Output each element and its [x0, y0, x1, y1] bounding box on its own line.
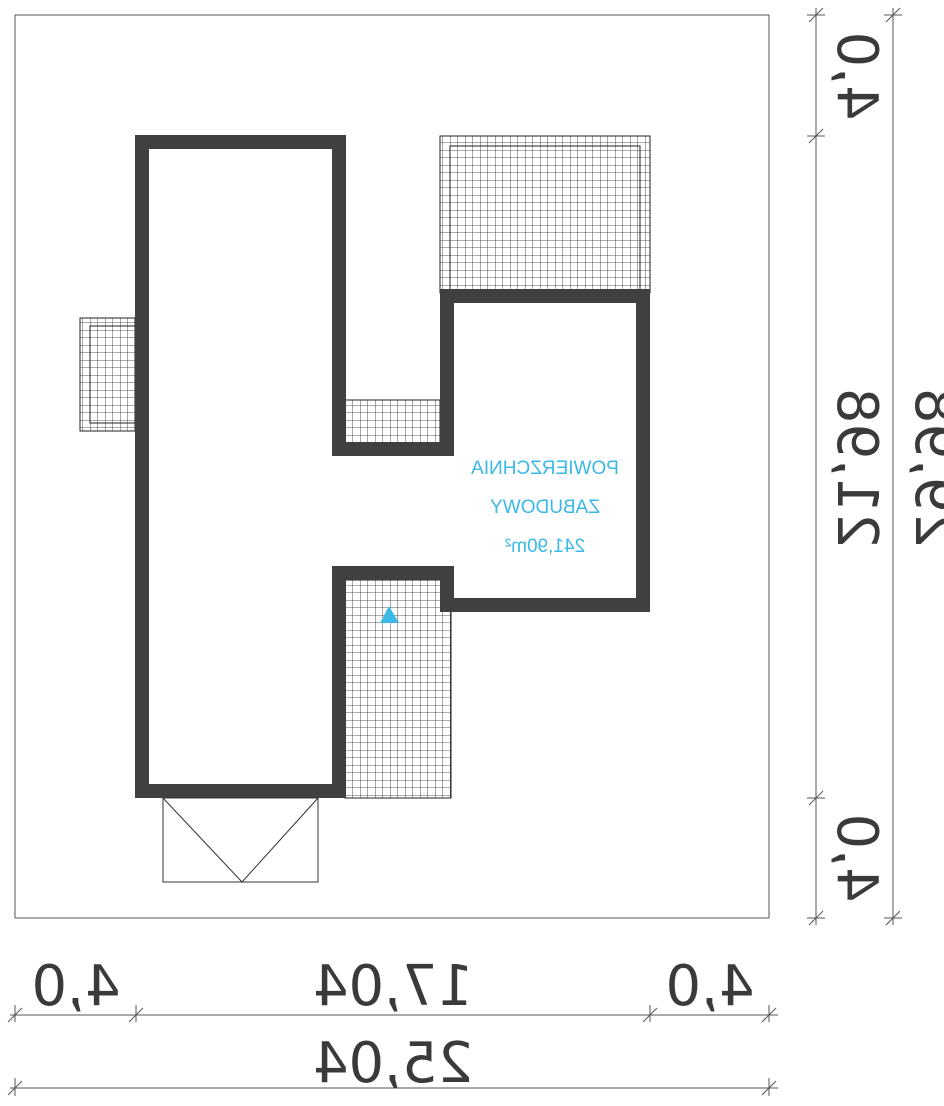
area-label: POWIERZCHNIA ZABUDOWY 241,90m² — [471, 458, 619, 557]
bottom-dimensions — [7, 1005, 778, 1096]
dim-right-top: 4,0 — [824, 31, 889, 120]
dim-right-total: 29,98 — [902, 388, 944, 548]
area-label-line2: ZABUDOWY — [490, 497, 600, 518]
terrace-bottom — [344, 579, 452, 799]
plot-boundary — [14, 14, 770, 919]
dim-right-bottom: 4,0 — [824, 813, 889, 902]
dim-bottom-right: 4,0 — [665, 954, 754, 1019]
dim-bottom-total: 25,04 — [313, 1031, 473, 1096]
terrace-left — [79, 317, 136, 432]
building-outline — [135, 135, 650, 798]
dim-bottom-middle: 17,04 — [313, 954, 473, 1019]
bottom-dimension-labels: 4,0 17,04 4,0 25,04 — [31, 954, 754, 1096]
dim-right-middle: 21,98 — [824, 388, 889, 548]
niche-upper — [344, 399, 441, 444]
entrance-canopy — [162, 797, 319, 883]
area-label-line3: 241,90m² — [505, 536, 585, 557]
dim-bottom-left: 4,0 — [31, 954, 120, 1019]
right-dimension-labels: 4,0 21,98 4,0 29,98 — [824, 31, 944, 902]
area-label-line1: POWIERZCHNIA — [471, 458, 619, 479]
right-dimensions — [807, 7, 902, 926]
triangle-icon — [380, 606, 399, 623]
terrace-top-right — [439, 135, 651, 294]
hatched-areas — [79, 135, 651, 799]
